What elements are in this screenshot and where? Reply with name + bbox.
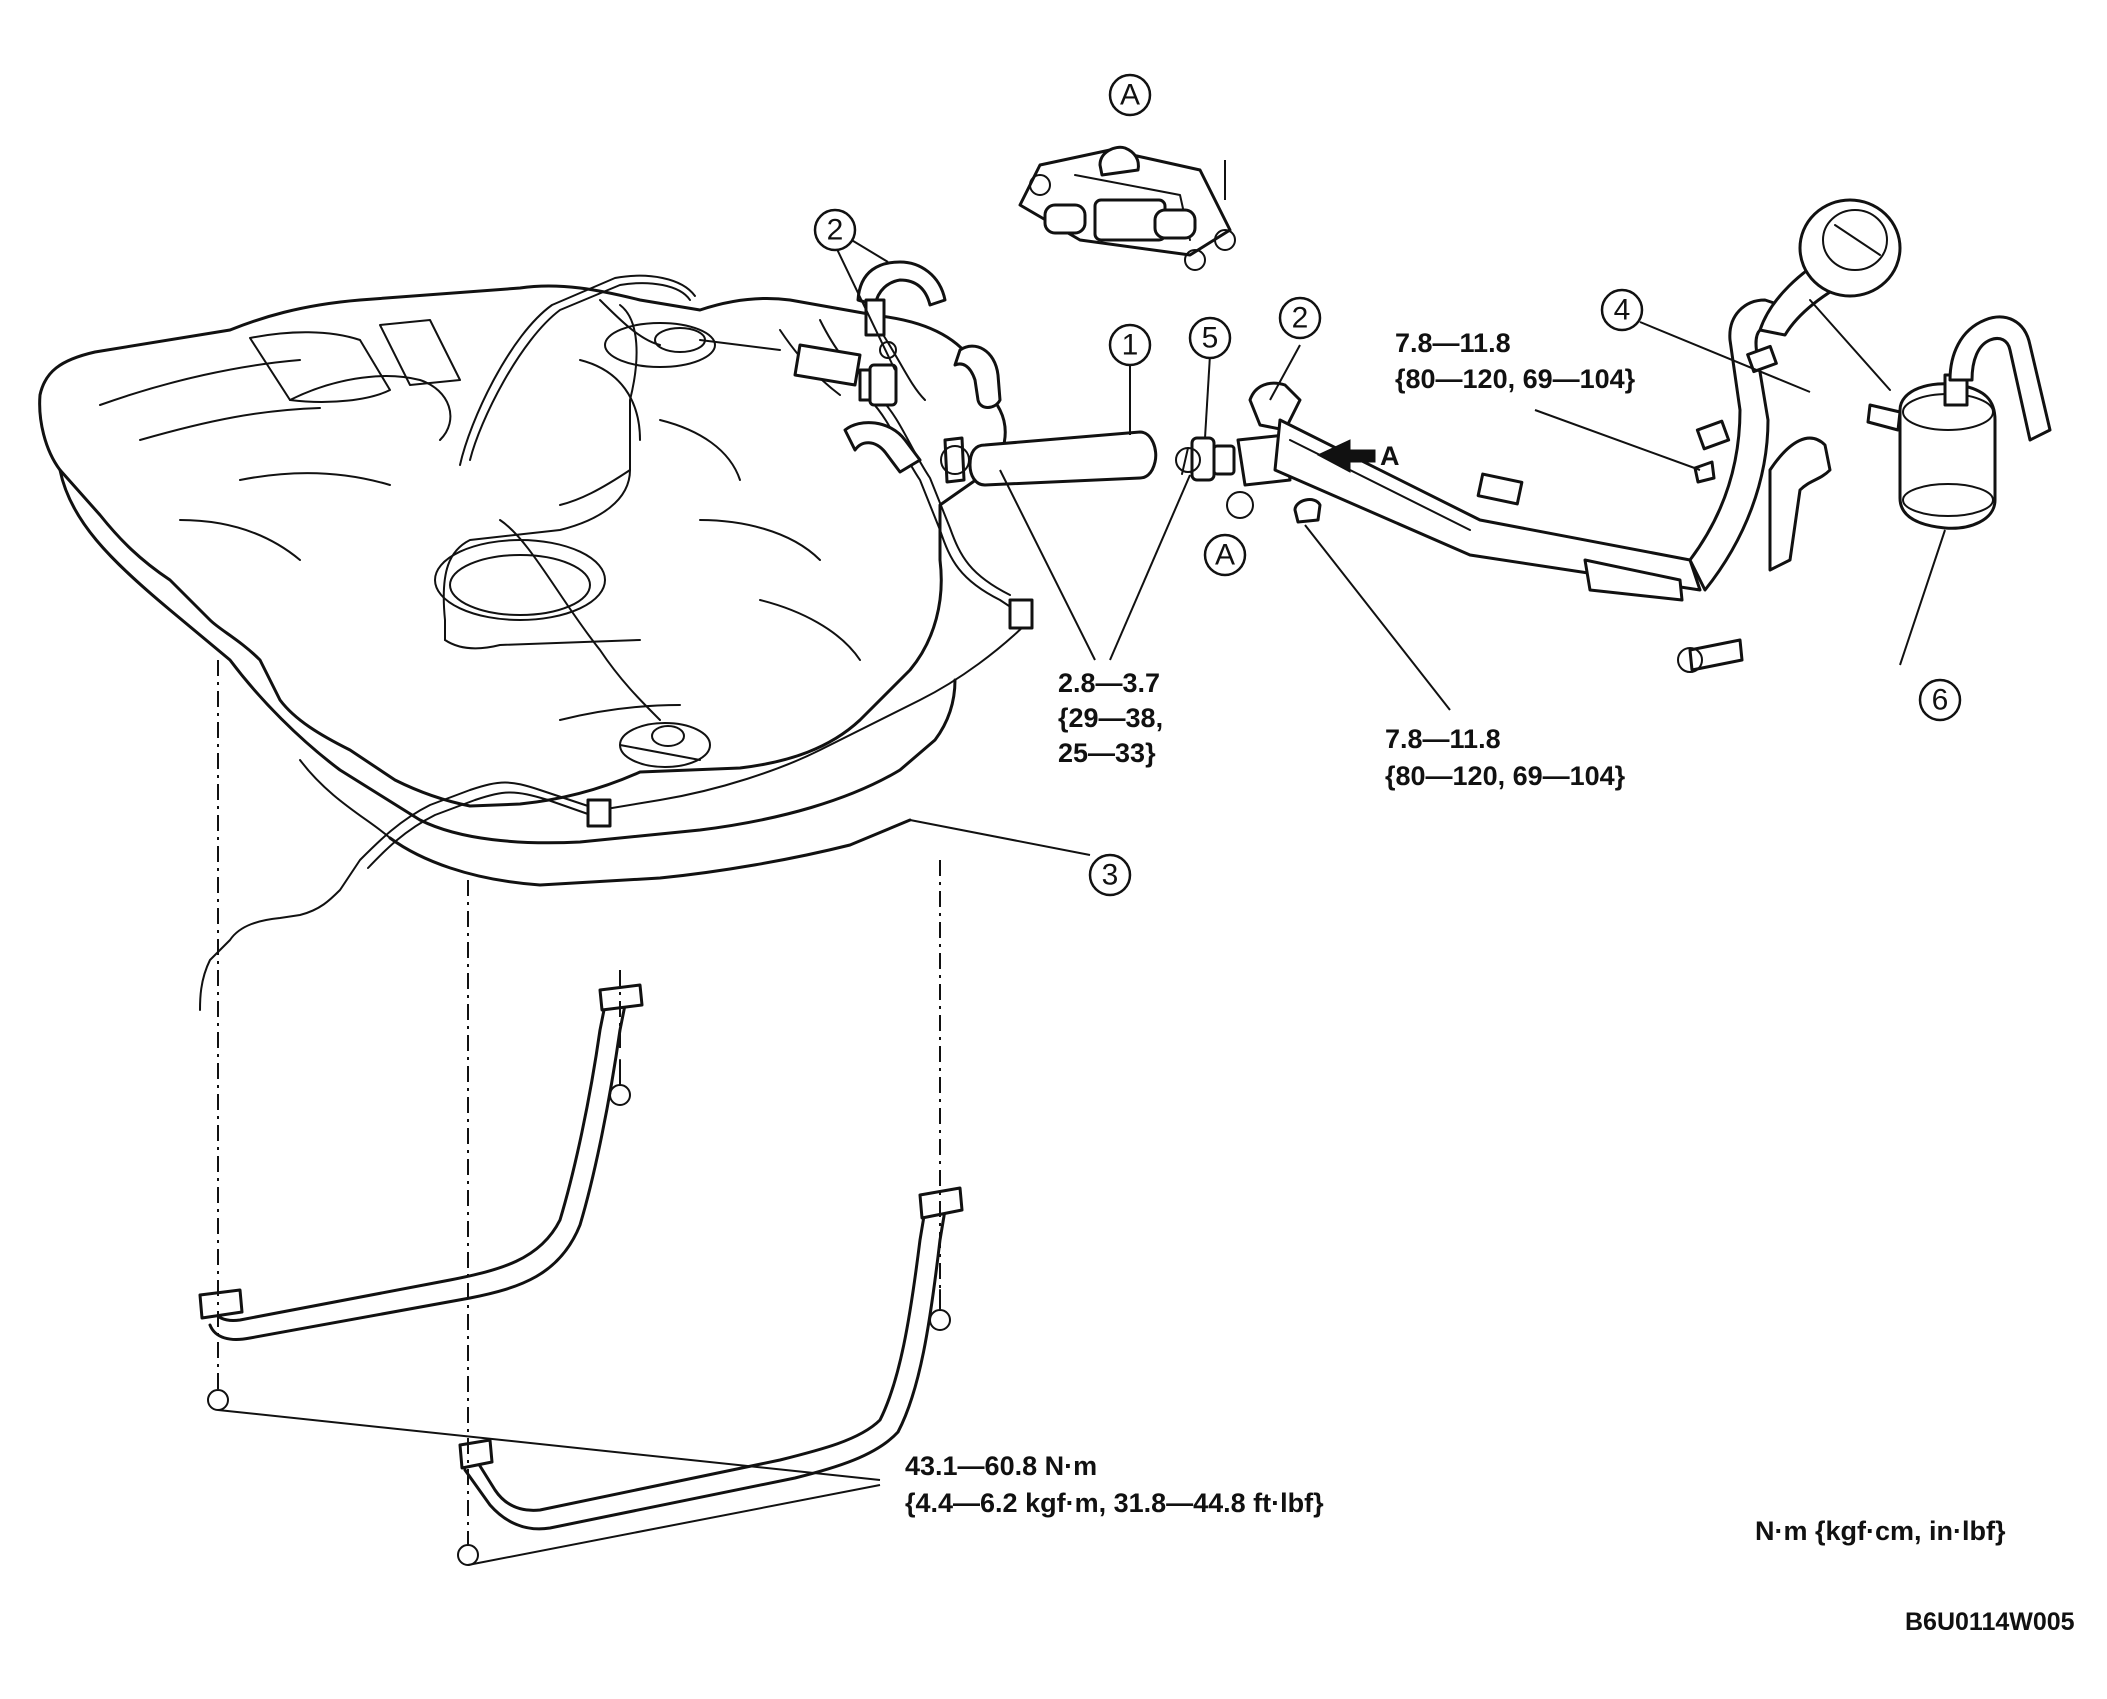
callout-a-mid: A — [1203, 533, 1247, 577]
fasteners — [1226, 460, 1744, 673]
fuel-tank — [38, 274, 1034, 1011]
svg-text:6: 6 — [1932, 684, 1949, 717]
svg-text:1: 1 — [1122, 329, 1139, 362]
filler-bracket — [1018, 145, 1236, 271]
tank-strap-left — [198, 983, 644, 1341]
svg-text:A: A — [1215, 539, 1235, 572]
torque-tank-strap-line2: {4.4—6.2 kgf·m, 31.8—44.8 ft·lbf} — [905, 1488, 1324, 1518]
torque-hose-clamp-line3: 25—33} — [1058, 738, 1156, 768]
torque-filler-lower: 7.8—11.8 {80—120, 69—104} — [1385, 724, 1626, 791]
torque-hose-clamp-line2: {29—38, — [1058, 703, 1163, 733]
units-legend: N·m {kgf·cm, in·lbf} — [1755, 1516, 2006, 1546]
torque-hose-clamp-line1: 2.8—3.7 — [1058, 668, 1160, 698]
torque-filler-lower-line1: 7.8—11.8 — [1385, 724, 1501, 754]
svg-text:2: 2 — [1292, 302, 1309, 335]
callout-5: 5 — [1188, 316, 1232, 360]
torque-tank-strap-line1: 43.1—60.8 N·m — [905, 1451, 1097, 1481]
filler-pipe — [1236, 198, 1902, 602]
view-a-arrow-label: A — [1380, 441, 1400, 471]
torque-hose-clamp: 2.8—3.7 {29—38, 25—33} — [1058, 668, 1163, 768]
svg-text:4: 4 — [1614, 294, 1631, 327]
torque-filler-upper-line2: {80—120, 69—104} — [1395, 364, 1636, 394]
strap-bolts — [207, 1389, 881, 1566]
torque-filler-upper-line1: 7.8—11.8 — [1395, 328, 1511, 358]
callout-2-left: 2 — [813, 208, 857, 252]
filler-hose — [940, 430, 1158, 487]
svg-text:2: 2 — [827, 214, 844, 247]
callout-4: 4 — [1600, 288, 1644, 332]
svg-text:3: 3 — [1102, 859, 1119, 892]
callout-1: 1 — [1108, 323, 1152, 367]
separator — [1809, 299, 2052, 530]
svg-text:A: A — [1120, 79, 1140, 112]
clamp — [1175, 436, 1236, 482]
callout-3: 3 — [1088, 853, 1132, 897]
torque-filler-upper: 7.8—11.8 {80—120, 69—104} — [1395, 328, 1636, 394]
figure-code: B6U0114W005 — [1905, 1608, 2075, 1636]
torque-filler-lower-line2: {80—120, 69—104} — [1385, 761, 1626, 791]
assembly-lines — [217, 660, 941, 1545]
callout-2-right: 2 — [1278, 296, 1322, 340]
vent-hoses — [793, 260, 1002, 474]
svg-text:5: 5 — [1202, 322, 1219, 355]
tank-strap-right — [458, 1186, 964, 1531]
torque-tank-strap: 43.1—60.8 N·m {4.4—6.2 kgf·m, 31.8—44.8 … — [905, 1451, 1324, 1518]
callout-6: 6 — [1918, 678, 1962, 722]
leader-lines — [834, 160, 1946, 856]
view-a-arrow: A — [1316, 439, 1400, 473]
callout-a-top: A — [1108, 73, 1152, 117]
